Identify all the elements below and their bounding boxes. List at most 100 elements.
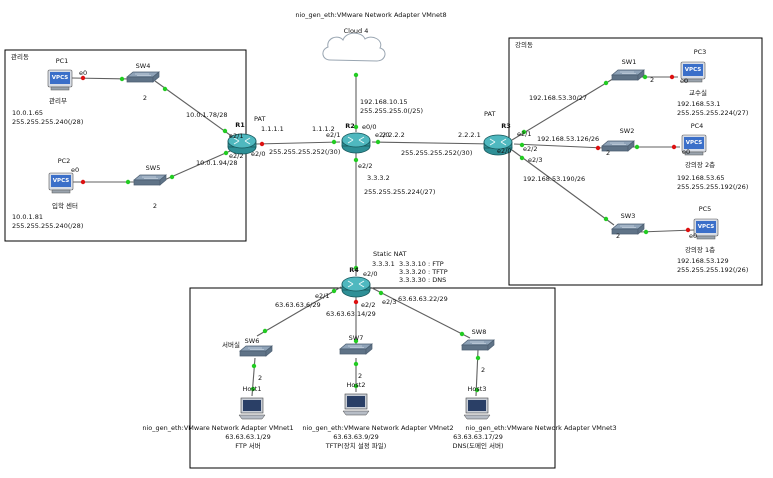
port-dot [222,128,228,134]
r3-port-e2-3: e2/3 [528,156,542,164]
link-r4-sw6 [256,286,342,337]
switch-icon[interactable] [126,71,160,83]
host-icon[interactable] [238,397,266,420]
pc5-ip: 192.168.53.129 [677,257,729,265]
cloud-mask: 255.255.255.0(/25) [360,107,423,115]
port-dot [162,86,168,92]
sw3-name: SW3 [621,212,636,220]
router-icon[interactable] [341,276,371,298]
r3-sw1-ip: 192.168.53.30/27 [529,94,587,102]
pc3-label: 교수실 [689,88,707,97]
r1-pat: PAT [254,115,265,123]
area-box-right [508,37,763,286]
r3-sw3-ip: 192.168.53.190/26 [523,175,585,183]
switch-icon[interactable] [461,339,495,351]
port-dot [80,75,86,81]
r1-sw5-ip: 10.0.1.94/28 [196,159,237,167]
sw3-port: 2 [616,232,620,240]
sw5-port: 2 [153,202,157,210]
pc3-mask: 255.255.255.224(/27) [677,109,748,117]
host2-ip: 63.63.63.9/29 [333,433,379,441]
r2-r4-mask: 255.255.255.224(/27) [364,188,435,196]
pc1-ip: 10.0.1.65 [12,109,43,117]
switch-icon[interactable] [611,69,645,81]
links [71,75,695,397]
pc4-port: e0 [682,148,690,156]
r1-name: R1 [235,121,245,129]
host-icon[interactable] [342,393,370,416]
host1-ip: 63.63.63.1/29 [225,433,271,441]
port-dot [521,129,527,135]
pc4-name: PC4 [691,122,704,130]
link-r3-sw2 [513,143,605,149]
link-r2-r3 [371,141,495,145]
port-dot [250,386,256,392]
server-room-label: 서버실 [222,340,240,349]
area-label-right: 강의동 [515,40,533,49]
router-icon[interactable] [341,132,371,154]
port-dot [475,355,481,361]
port-dot [353,157,359,163]
pc2-label: 입학 센터 [52,201,78,210]
pc4-mask: 255.255.255.192(/26) [677,183,748,191]
sw6-name: SW6 [245,337,260,345]
pc2-name: PC2 [58,157,71,165]
r2-r3-left-ip: 2.2.2.2 [382,131,405,139]
cloud-icon[interactable] [322,32,386,62]
sw7-port: 2 [358,372,362,380]
sw8-name: SW8 [472,328,487,336]
nat-tftp: 3.3.3.20 : TFTP [399,268,448,276]
port-dot [223,150,229,156]
port-dot [642,74,648,80]
host3-ip: 63.63.63.17/29 [453,433,503,441]
sw6-port: 2 [258,374,262,382]
pc1-name: PC1 [56,57,69,65]
r4-sw8-ip: 63.63.63.22/29 [398,295,448,303]
r2-port-e0-0: e0/0 [362,123,376,131]
port-dot [643,229,649,235]
port-dot [685,227,691,233]
r4-port-e2-0: e2/0 [363,270,377,278]
pc3-name: PC3 [694,48,707,56]
r2-r4-ip: 3.3.3.2 [367,174,390,182]
port-dot [262,328,268,334]
r1-r2-mask: 255.255.255.252(/30) [269,148,340,156]
r4-sw6-ip: 63.63.63.6/29 [275,301,321,309]
port-dot [353,361,359,367]
r3-pat: PAT [484,110,495,118]
pc3-badge: VPCS [685,67,701,73]
port-dot [125,179,131,185]
sw4-port: 2 [143,94,147,102]
pc2-port: e0 [71,166,79,174]
switch-icon[interactable] [239,345,273,357]
switch-icon[interactable] [339,343,373,355]
pc3-port: e0 [680,77,688,85]
host2-adapter: nio_gen_eth:VMware Network Adapter VMnet… [302,424,453,432]
pc5-badge: VPCS [698,224,714,230]
r4-port-e2-1: e2/1 [315,292,329,300]
host-icon[interactable] [463,397,491,420]
host3-name: Host3 [468,385,487,393]
host2-role: TFTP(장치 설정 파일) [325,441,387,450]
r1-port-e2-1: e2/1 [229,132,243,140]
sw1-port: 2 [650,76,654,84]
sw7-name: SW7 [349,334,364,342]
port-dot [519,142,525,148]
r1-sw4-ip: 10.0.1.78/28 [186,111,227,119]
r4-port-e2-3: e2/3 [382,298,396,306]
r1-port-e2-0: e2/0 [251,150,265,158]
sw5-name: SW5 [146,164,161,172]
port-dot [595,145,601,151]
host1-name: Host1 [243,385,262,393]
switch-icon[interactable] [133,174,167,186]
nat-ftp: 3.3.3.10 : FTP [399,260,444,268]
pc4-ip: 192.168.53.65 [677,174,725,182]
port-dot [671,144,677,150]
pc3-ip: 192.168.53.1 [677,100,720,108]
port-dot [353,265,359,271]
r2-port-e2-2: e2/2 [358,162,372,170]
port-dot [259,141,265,147]
r2-port-e2-0: e2/0 [375,131,389,139]
